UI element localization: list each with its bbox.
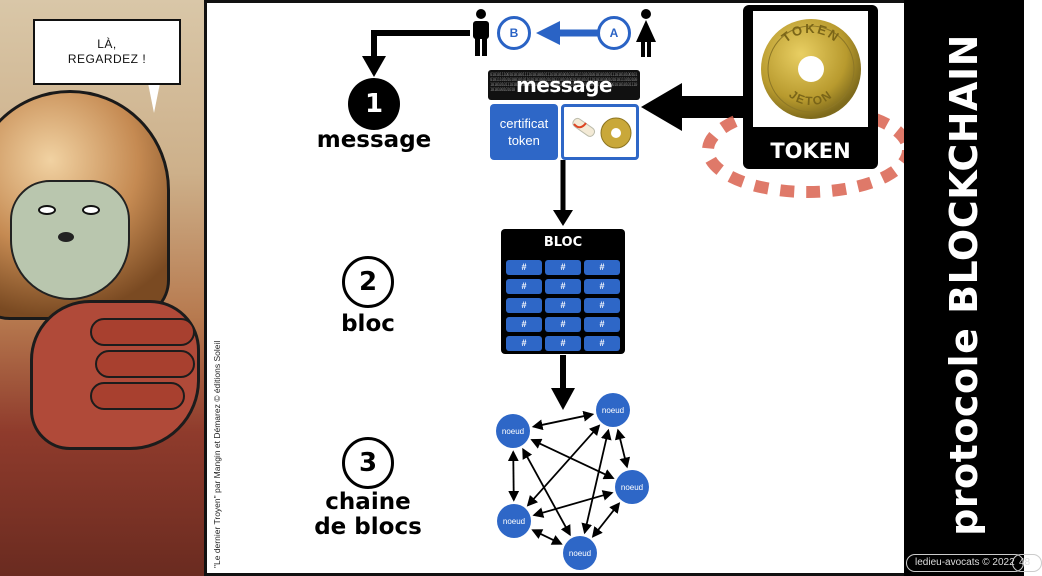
network-links (507, 410, 631, 545)
bloc-hash-cell: # (584, 336, 620, 351)
man-icon (473, 9, 489, 56)
binary-background: 0101011100101010011110101001011101010100… (490, 72, 637, 92)
arrow-man-to-step1 (371, 30, 470, 58)
arrow-token-to-message (680, 96, 744, 118)
coin-bottom-text: JETON (787, 87, 834, 108)
bloc-hash-cell: # (545, 317, 581, 332)
eye-left (38, 205, 56, 215)
network-link (532, 490, 614, 518)
network-link (507, 450, 520, 502)
bloc-hash-cell: # (584, 260, 620, 275)
bloc-hash-cell: # (545, 298, 581, 313)
network-link (531, 529, 563, 545)
finger (90, 318, 195, 346)
network-link (531, 410, 595, 431)
finger (95, 350, 195, 378)
certificate-token-label: certificat token (490, 104, 558, 160)
comic-illustration: LÀ, REGARDEZ ! (0, 0, 207, 576)
frame-border-bottom (207, 573, 904, 576)
woman-icon (636, 9, 656, 57)
network-link (591, 502, 621, 538)
sidebar: protocole BLOCKCHAIN ledieu-avocats © 20… (904, 0, 1042, 576)
arrowhead-a-to-b (536, 21, 560, 45)
arrowhead-token-to-message (641, 83, 682, 131)
step-3-label: chaine de blocs (314, 489, 422, 540)
bloc-hash-cell: # (506, 279, 542, 294)
speech-bubble-text: LÀ, REGARDEZ ! (67, 37, 147, 66)
copyright-footer: ledieu-avocats © 2022 (906, 554, 1024, 572)
network-node: noeud (596, 393, 630, 427)
message-title: message (515, 73, 613, 97)
speech-bubble: LÀ, REGARDEZ ! (33, 19, 181, 85)
step-1-badge: 1 (348, 78, 400, 130)
network-node: noeud (496, 414, 530, 448)
token-label: TOKEN (770, 139, 851, 163)
bloc-hash-cell: # (584, 317, 620, 332)
token-card: TOKEN JETON TOKEN (743, 5, 878, 169)
frame-border-top (207, 0, 904, 3)
bloc-hash-cell: # (545, 279, 581, 294)
bloc-hash-cell: # (506, 317, 542, 332)
network-node: noeud (563, 536, 597, 570)
bloc-block: BLOC ############### (501, 229, 625, 354)
speech-bubble-tail (148, 83, 160, 113)
bloc-hash-cell: # (545, 336, 581, 351)
network-link (581, 428, 612, 535)
certificate-token-images (561, 104, 639, 160)
step-2-badge: 2 (342, 256, 394, 308)
bloc-hash-cell: # (584, 279, 620, 294)
page-number: 48 (1012, 554, 1042, 572)
mouth (58, 232, 74, 242)
finger (90, 382, 185, 410)
bloc-title: BLOC (543, 235, 583, 250)
network-node: noeud (497, 504, 531, 538)
bloc-hash-cell: # (506, 298, 542, 313)
token-coin-icon (600, 117, 632, 149)
network-link (614, 428, 631, 469)
recipient-b-badge: B (497, 16, 531, 50)
slide-title: protocole BLOCKCHAIN (942, 34, 986, 536)
step-2-label: bloc (341, 311, 395, 337)
arrowhead-bloc (553, 210, 573, 226)
arrowhead-network (551, 388, 575, 410)
bloc-hash-cell: # (545, 260, 581, 275)
message-header: 0101011100101010011110101001011101010100… (488, 70, 640, 100)
bloc-hash-cell: # (506, 336, 542, 351)
token-image-area: TOKEN JETON (753, 11, 868, 127)
sender-a-badge: A (597, 16, 631, 50)
network-node: noeud (615, 470, 649, 504)
bloc-hash-cell: # (584, 298, 620, 313)
step-3-badge: 3 (342, 437, 394, 489)
token-coin-icon: TOKEN JETON (761, 19, 861, 119)
svg-text:JETON: JETON (787, 87, 836, 108)
step-1-label: message (316, 127, 432, 153)
arrowhead-step1 (362, 56, 386, 77)
eye-right (82, 205, 100, 215)
bloc-hash-cell: # (506, 260, 542, 275)
scroll-icon (572, 117, 596, 137)
